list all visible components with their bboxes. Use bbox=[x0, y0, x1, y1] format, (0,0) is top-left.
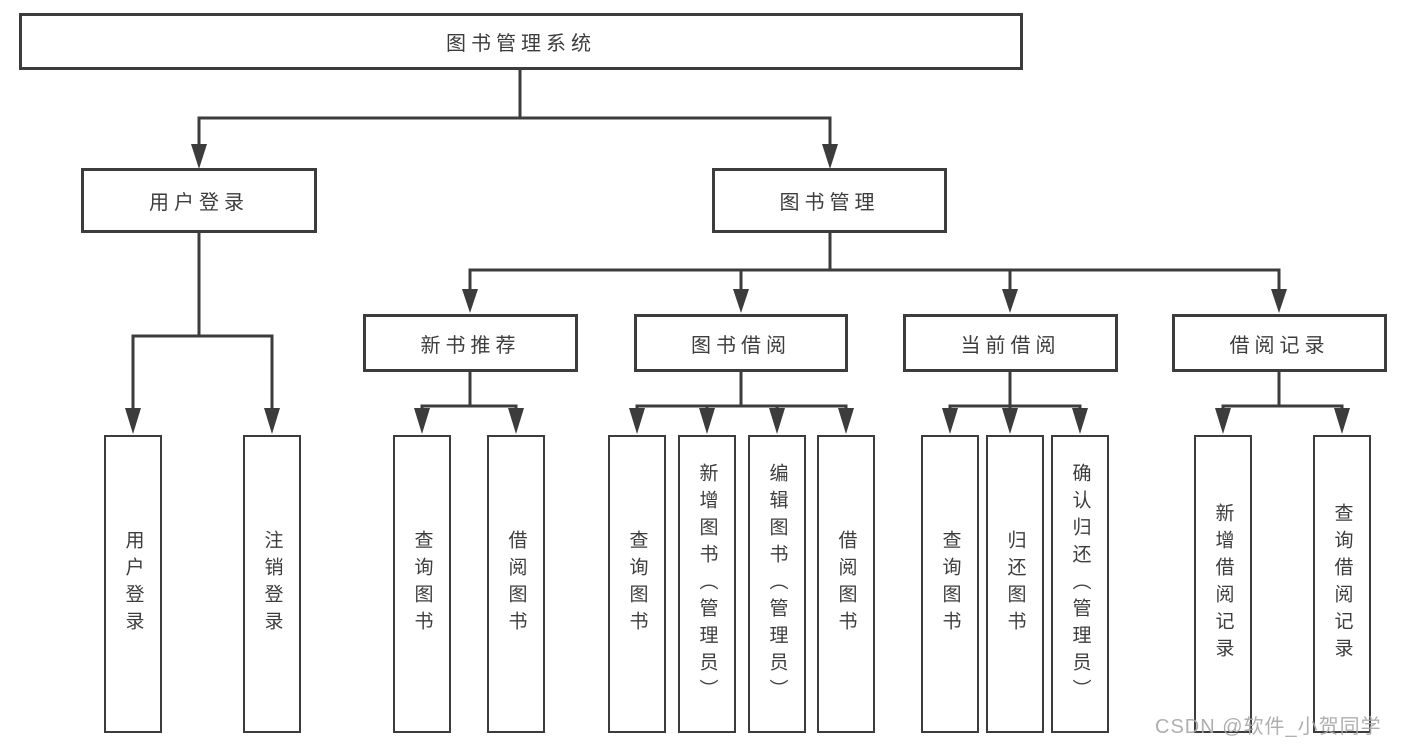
arrowhead bbox=[822, 144, 838, 169]
arrowhead bbox=[125, 408, 141, 434]
leaf-user-login: 用户登录 bbox=[104, 435, 162, 733]
connector-current-borrow-to-leaves bbox=[942, 372, 1088, 434]
leaf-borrow-books-1: 借阅图书 bbox=[487, 435, 545, 733]
arrowhead bbox=[733, 289, 749, 313]
connector-new-book-rec-to-leaves bbox=[414, 372, 524, 434]
arrowhead bbox=[1271, 289, 1287, 313]
connector-root-to-level2 bbox=[191, 70, 838, 169]
connector-borrow-records-to-leaves bbox=[1215, 372, 1350, 434]
connector-user-login-to-leaves bbox=[125, 233, 280, 434]
leaf-borrow-books-2: 借阅图书 bbox=[817, 435, 875, 733]
leaf-add-borrow-record: 新增借阅记录 bbox=[1194, 435, 1252, 733]
leaf-query-borrow-record: 查询借阅记录 bbox=[1313, 435, 1371, 733]
arrowhead bbox=[462, 289, 478, 313]
arrowhead bbox=[629, 408, 645, 434]
arrowhead bbox=[942, 408, 958, 434]
connector-line bbox=[635, 372, 848, 410]
node-root: 图书管理系统 bbox=[19, 13, 1023, 70]
leaf-add-book-admin: 新增图书（管理员） bbox=[678, 435, 736, 733]
node-book-management: 图书管理 bbox=[712, 168, 947, 233]
leaf-query-books-3: 查询图书 bbox=[921, 435, 979, 733]
connector-line bbox=[197, 70, 832, 146]
node-current-borrowing: 当前借阅 bbox=[903, 314, 1118, 372]
arrowhead bbox=[1334, 408, 1350, 434]
node-user-login: 用户登录 bbox=[81, 168, 317, 233]
connector-book-mgmt-to-level3 bbox=[462, 233, 1287, 313]
leaf-query-books-1: 查询图书 bbox=[393, 435, 451, 733]
leaf-return-book: 归还图书 bbox=[986, 435, 1044, 733]
connector-line bbox=[948, 372, 1082, 410]
arrowhead bbox=[264, 408, 280, 434]
connector-line bbox=[1221, 372, 1344, 410]
arrowhead bbox=[1002, 408, 1018, 434]
node-book-borrowing: 图书借阅 bbox=[634, 314, 848, 372]
arrowhead bbox=[508, 408, 524, 434]
connector-line bbox=[420, 372, 518, 410]
leaf-confirm-return-admin: 确认归还（管理员） bbox=[1051, 435, 1109, 733]
arrowhead bbox=[414, 408, 430, 434]
node-new-book-recommend: 新书推荐 bbox=[363, 314, 578, 372]
arrowhead bbox=[699, 408, 715, 434]
arrowhead bbox=[191, 144, 207, 169]
leaf-query-books-2: 查询图书 bbox=[608, 435, 666, 733]
leaf-edit-book-admin: 编辑图书（管理员） bbox=[748, 435, 806, 733]
connector-line bbox=[468, 233, 1281, 291]
connector-line bbox=[131, 233, 274, 410]
arrowhead bbox=[1002, 289, 1018, 313]
arrowhead bbox=[1215, 408, 1231, 434]
leaf-logout: 注销登录 bbox=[243, 435, 301, 733]
node-borrowing-records: 借阅记录 bbox=[1172, 314, 1387, 372]
arrowhead bbox=[1072, 408, 1088, 434]
arrowhead bbox=[838, 408, 854, 434]
arrowhead bbox=[769, 408, 785, 434]
csdn-watermark: CSDN @软件_小贺同学 bbox=[1155, 716, 1382, 738]
connector-book-borrow-to-leaves bbox=[629, 372, 854, 434]
